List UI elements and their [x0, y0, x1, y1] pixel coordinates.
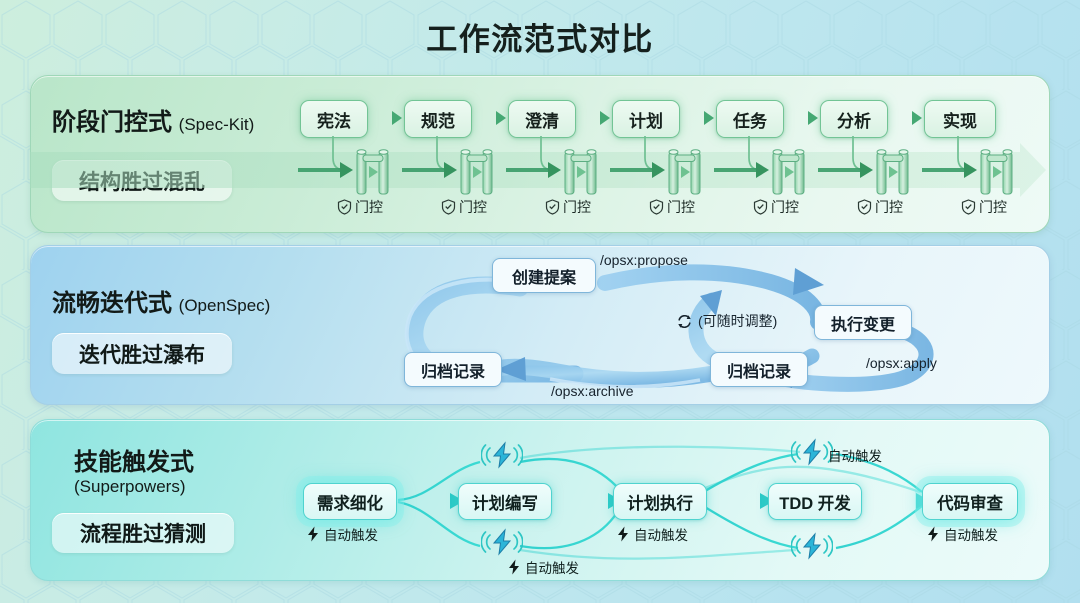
gate-label-text-1: 门控 — [355, 199, 383, 215]
command-apply: /opsx:apply — [866, 355, 937, 371]
trigger-label-text-3: 自动触发 — [634, 528, 688, 543]
panel1-title-cn: 阶段门控式 — [52, 109, 172, 136]
step-box-5[interactable]: 任务 — [716, 100, 784, 138]
gate-label-4: 门控 — [649, 197, 695, 217]
shield-check-icon — [441, 199, 456, 215]
lightning-bolt-icon — [509, 559, 519, 575]
command-propose: /opsx:propose — [600, 252, 688, 268]
lightning-signal-icon — [481, 441, 523, 469]
command-archive: /opsx:archive — [551, 383, 634, 399]
lightning-bolt-icon — [618, 526, 628, 542]
step-box-3[interactable]: 澄清 — [508, 100, 576, 138]
panel2-title-cn: 流畅迭代式 — [52, 290, 172, 317]
adjust-note-text: (可随时调整) — [698, 313, 778, 329]
skill-box-2[interactable]: 计划编写 — [458, 483, 552, 520]
panel2-heading: 流畅迭代式 (OpenSpec) — [52, 283, 270, 318]
refresh-cycle-icon — [678, 314, 691, 328]
signal-trigger-3 — [791, 437, 833, 467]
trigger-label-1: 自动触发 — [306, 524, 378, 544]
panel1-heading: 阶段门控式 (Spec-Kit) — [52, 102, 254, 137]
shield-check-icon — [857, 199, 872, 215]
gate-label-3: 门控 — [545, 197, 591, 217]
shield-check-icon — [753, 199, 768, 215]
skill-box-1[interactable]: 需求细化 — [303, 483, 397, 520]
gate-label-6: 门控 — [857, 197, 903, 217]
panel1-title-en: (Spec-Kit) — [178, 115, 255, 134]
signal-trigger-label-text-3: 自动触发 — [828, 449, 882, 464]
skill-box-5[interactable]: 代码审查 — [922, 483, 1018, 520]
shield-check-icon — [649, 199, 664, 215]
signal-trigger-label-text-2: 自动触发 — [525, 561, 579, 576]
shield-check-icon — [337, 199, 352, 215]
shield-check-icon — [545, 199, 560, 215]
signal-trigger-4 — [791, 531, 833, 561]
gate-label-text-7: 门控 — [979, 199, 1007, 215]
lightning-bolt-icon — [928, 526, 938, 542]
gate-label-1: 门控 — [337, 197, 383, 217]
skill-box-3[interactable]: 计划执行 — [613, 483, 707, 520]
adjust-note: (可随时调整) — [676, 311, 777, 331]
page-title: 工作流范式对比 — [426, 22, 654, 58]
panel3-badge: 流程胜过猜测 — [52, 513, 234, 553]
lightning-signal-icon — [791, 438, 833, 466]
panel1-badge: 结构胜过混乱 — [52, 160, 232, 201]
gate-label-text-6: 门控 — [875, 199, 903, 215]
step-box-7[interactable]: 实现 — [924, 100, 996, 138]
gate-label-text-3: 门控 — [563, 199, 591, 215]
trigger-label-3: 自动触发 — [616, 524, 688, 544]
panel3-title-cn: 技能触发式 — [74, 449, 194, 476]
signal-trigger-label-3: 自动触发 — [828, 445, 882, 465]
panel3-heading: 技能触发式 (Superpowers) — [74, 449, 194, 496]
panel3-title-en: (Superpowers) — [74, 476, 186, 496]
gate-label-2: 门控 — [441, 197, 487, 217]
lightning-signal-icon — [481, 528, 523, 556]
lightning-signal-icon — [791, 532, 833, 560]
skill-box-4[interactable]: TDD 开发 — [768, 483, 862, 520]
node-create-proposal[interactable]: 创建提案 — [492, 258, 596, 293]
gate-label-text-2: 门控 — [459, 199, 487, 215]
gate-label-5: 门控 — [753, 197, 799, 217]
panel2-title-en: (OpenSpec) — [178, 296, 271, 315]
signal-trigger-label-2: 自动触发 — [507, 557, 579, 577]
node-archive-right[interactable]: 归档记录 — [710, 352, 808, 387]
node-apply-change[interactable]: 执行变更 — [814, 305, 912, 340]
step-box-6[interactable]: 分析 — [820, 100, 888, 138]
panel2-badge: 迭代胜过瀑布 — [52, 333, 232, 374]
step-box-1[interactable]: 宪法 — [300, 100, 368, 138]
shield-check-icon — [961, 199, 976, 215]
gate-label-text-4: 门控 — [667, 199, 695, 215]
node-archive-left[interactable]: 归档记录 — [404, 352, 502, 387]
step-box-4[interactable]: 计划 — [612, 100, 680, 138]
signal-trigger-1 — [481, 440, 523, 470]
signal-trigger-2 — [481, 527, 523, 557]
lightning-bolt-icon — [308, 526, 318, 542]
step-box-2[interactable]: 规范 — [404, 100, 472, 138]
trigger-label-5: 自动触发 — [926, 524, 998, 544]
gate-label-7: 门控 — [961, 197, 1007, 217]
trigger-label-text-1: 自动触发 — [324, 528, 378, 543]
gate-label-text-5: 门控 — [771, 199, 799, 215]
trigger-label-text-5: 自动触发 — [944, 528, 998, 543]
